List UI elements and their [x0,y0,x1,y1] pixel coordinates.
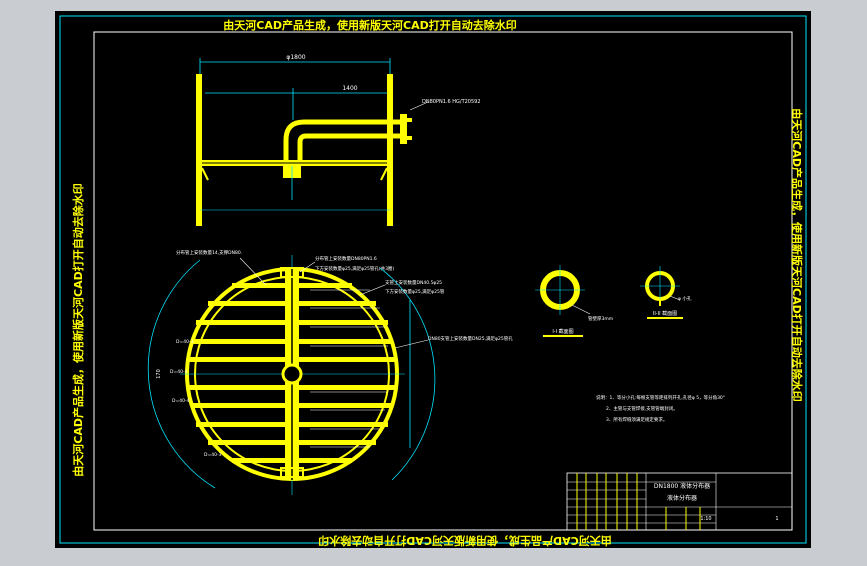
watermark-right: 由天河CAD产品生成，使用新版天河CAD打开自动去除水印 [790,108,804,401]
section-2-note: φ 小孔 [678,295,692,302]
hole-marks [310,289,388,448]
left-leg [196,74,202,226]
section-1: 管壁厚3mm I-I 截面图 [535,265,613,337]
title-sheet: 1 [775,516,778,522]
section-2-title: II-II 截面图 [653,310,677,317]
outer-frame [59,15,807,544]
right-leg [387,74,393,226]
section-1-note: 管壁厚3mm [588,315,613,322]
callout-text: DN80支管上安装数量DN25,满足φ25管孔 [428,335,513,342]
flange-leader [409,101,429,111]
callout-text: 分布管上安装数量DN80PN1.6 [315,255,377,262]
title-block-frame [566,472,793,531]
inner-frame [93,31,793,531]
watermark-left: 由天河CAD产品生成，使用新版天河CAD打开自动去除水印 [71,183,85,476]
inlet-flange-bolt-top [407,118,412,122]
dim-text-inner: 1400 [342,85,357,92]
inlet-flange-bolt-bottom [407,136,412,140]
leg-brace-right [380,167,388,181]
title-scale: 1:10 [700,516,711,522]
callout-text: 下方安装数量φ25,满足φ25管 [385,288,445,295]
side-dim-text: 170 [156,369,162,379]
callout-leader [359,284,386,296]
flange-note: DN80PN1.6 HG/T20592 [422,99,481,105]
front-view: φ1800 1400 DN80PN1.6 HG/T20592 [196,54,481,226]
inlet-flange [400,114,407,144]
title-block: DN1800 液体分布器 液体分布器 1:10 1 [566,472,793,531]
section-2-leader [669,295,681,301]
left-label: D=40-3 [204,452,222,458]
top-lug [280,267,304,278]
leg-brace-left [201,167,209,181]
watermark-bottom: 由天河CAD产品生成，使用新版天河CAD打开自动去除水印 [318,534,611,548]
callout-leader [239,257,267,286]
note-line: 2、主管与支管焊接,支管管端封闭。 [606,405,678,412]
bottom-lug [280,467,304,478]
left-label: D=40-4 [172,398,190,404]
callout-text: 分布管上安装数量14,支撑DN80. [176,249,242,256]
note-line: 说明：1、等分小孔:每根支管等距排列开孔,孔径φ 5，等分角30° [596,394,725,401]
inlet-elbow [283,119,400,160]
section-1-title: I-I 截面图 [552,328,573,335]
dim-text-overall: φ1800 [286,54,305,61]
left-label: D=40-3 [176,339,194,345]
drawing-background [55,11,811,548]
center-inlet [281,363,303,385]
plan-view: 170 分布管上安装数量14,支撑DN80. 分布管上安装数量DN80PN1.6 [147,249,513,495]
left-label: D=40-4 [170,369,188,375]
watermark-top: 由天河CAD产品生成，使用新版天河CAD打开自动去除水印 [223,18,516,32]
title-block-grid [576,473,701,530]
section-2: φ 小孔 II-II 截面图 [640,266,692,319]
callout-text: 下方安装数量φ25,满足φ25管孔(共3圈) [315,265,394,272]
right-dim-arc [379,267,436,481]
callout-leader [299,261,316,273]
note-line: 3、所有焊缝须满足规定要求。 [606,416,667,423]
technical-notes: 说明：1、等分小孔:每根支管等距排列开孔,孔径φ 5，等分角30° 2、主管与支… [596,394,725,423]
title-subname: 液体分布器 [667,494,697,502]
inlet-elbow-inner [297,133,400,160]
section-1-leader [571,304,591,315]
callout-leader [394,339,429,349]
callout-text: 支管上安装数量DN40.5φ25 [385,279,442,286]
outer-dim-arc [147,259,216,489]
title-name: DN1800 液体分布器 [654,482,710,490]
